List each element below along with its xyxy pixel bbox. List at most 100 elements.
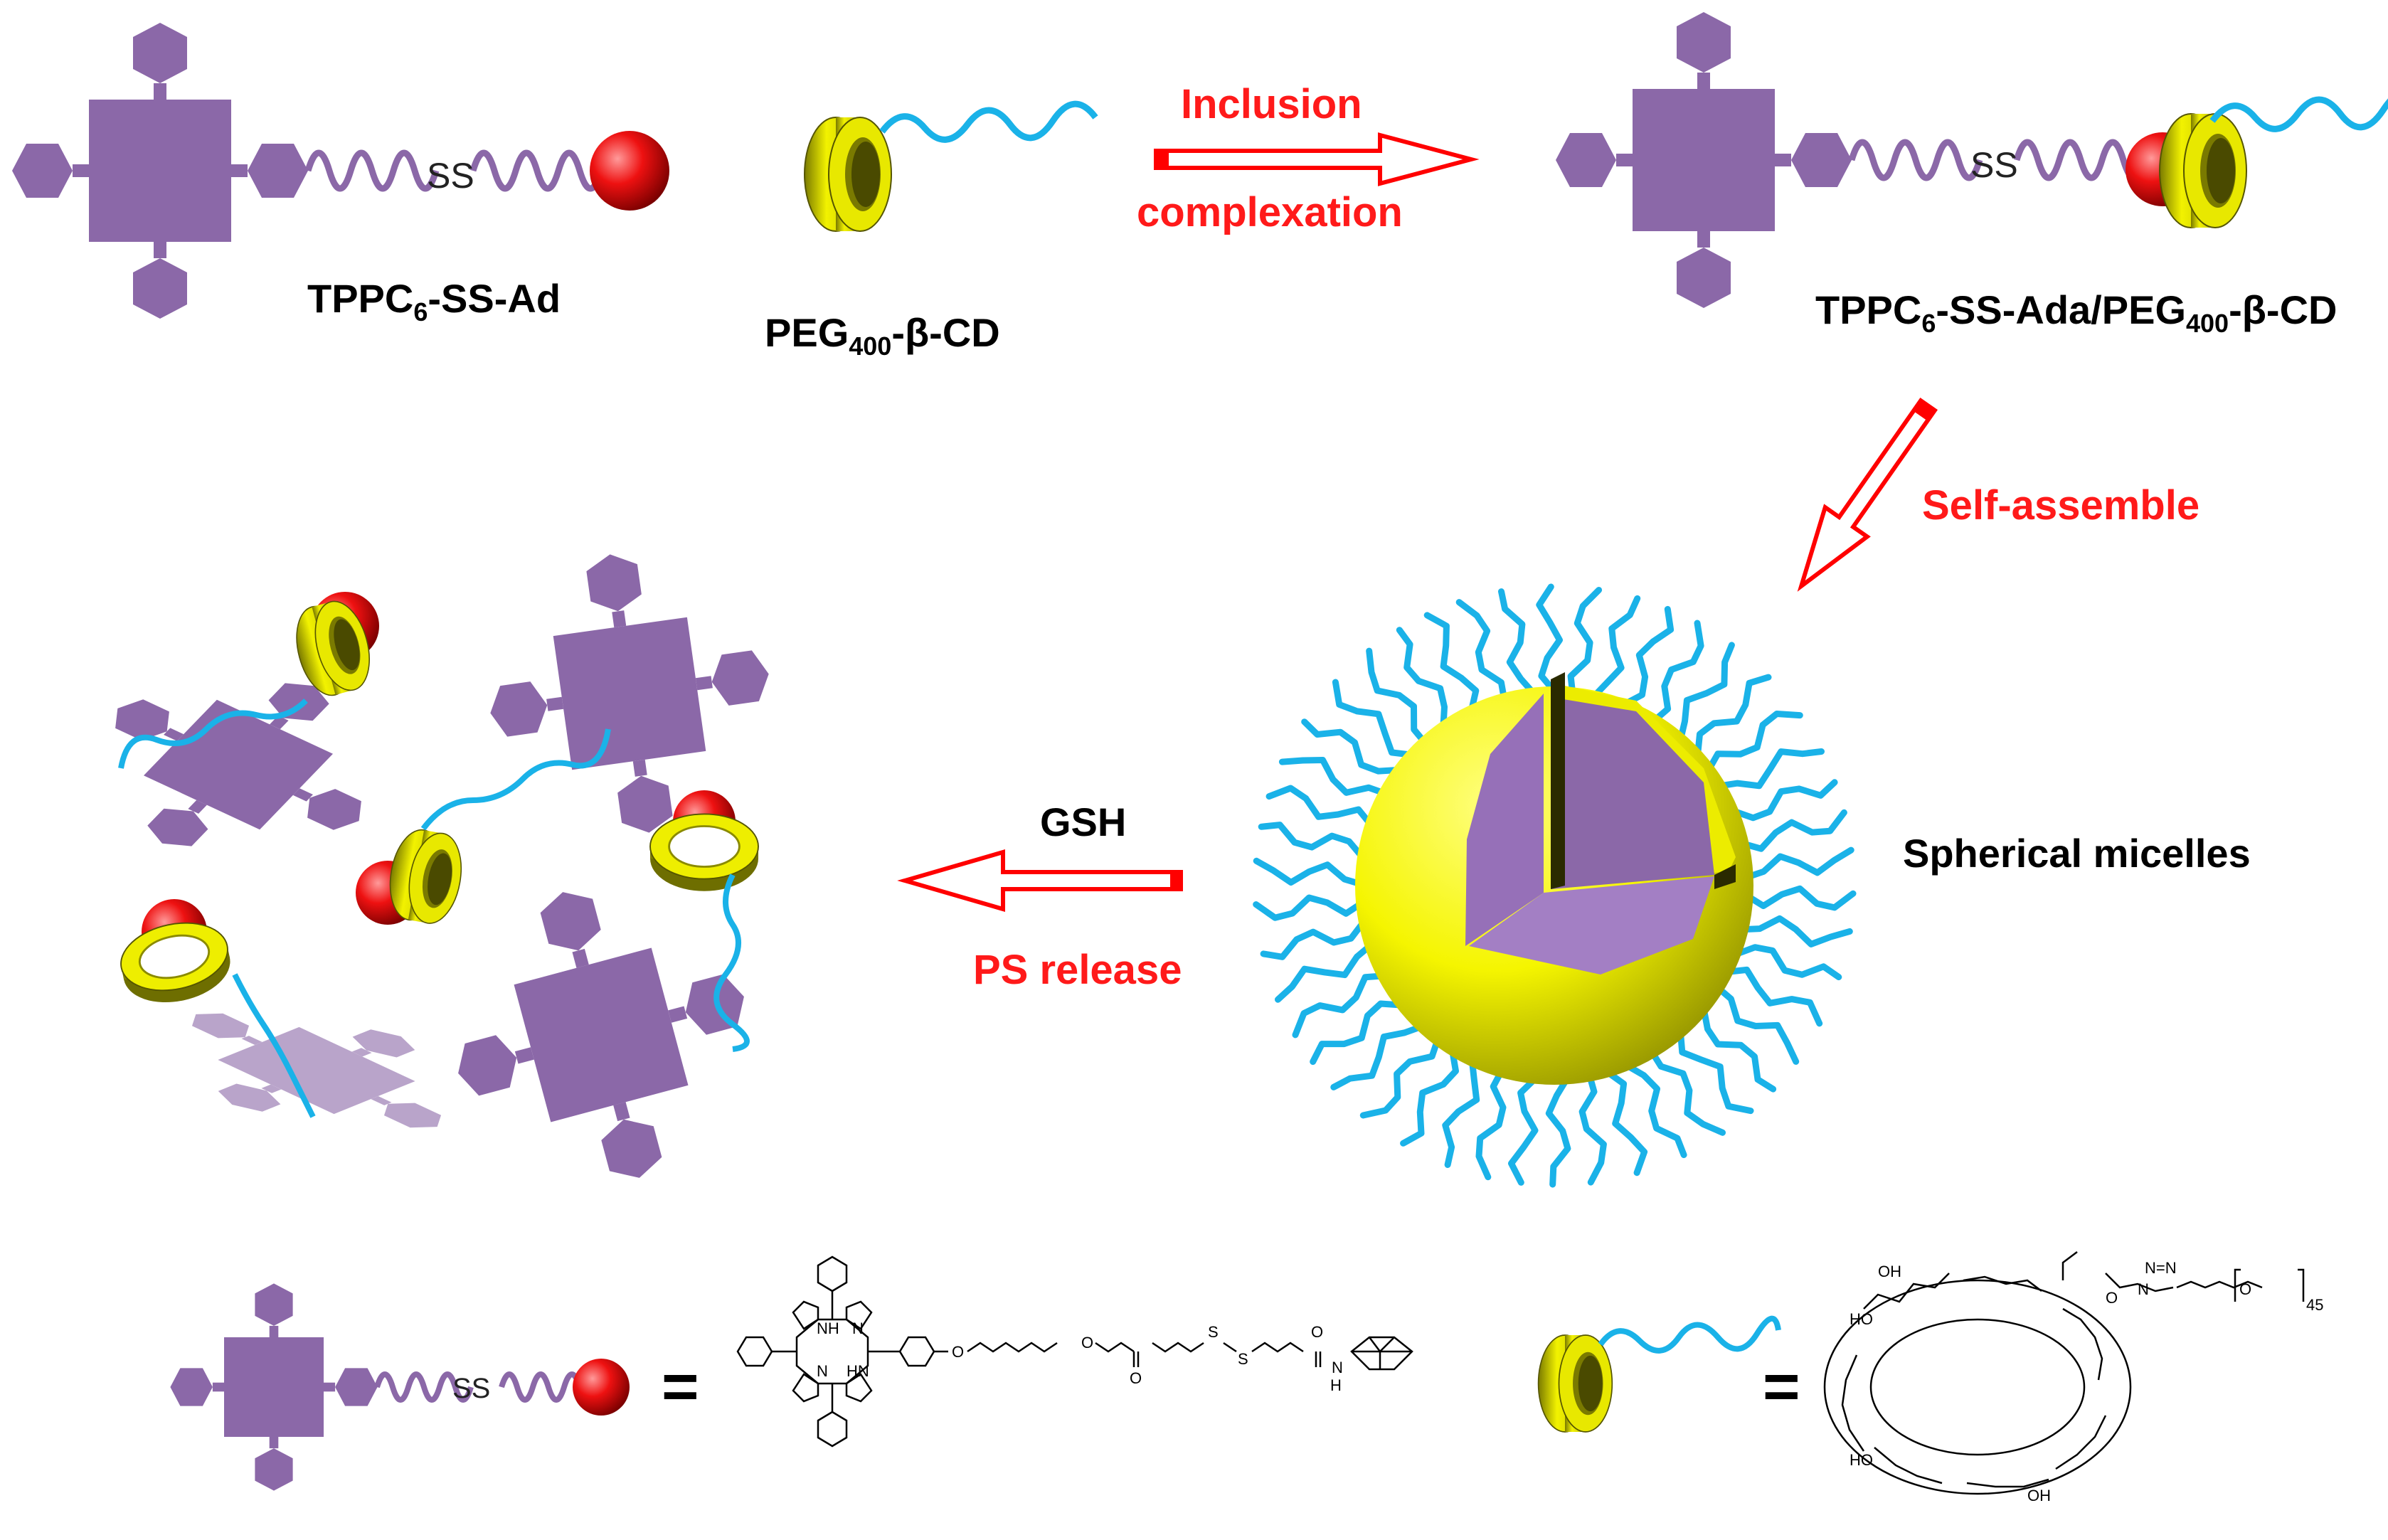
adamantane-sphere-icon xyxy=(573,1359,630,1416)
peg-chain-icon xyxy=(1730,944,1842,981)
peg-chain-icon xyxy=(1301,718,1404,775)
cyclodextrin-ring-icon xyxy=(649,812,760,893)
peg-chain-icon xyxy=(1396,627,1448,732)
tppc6-ss-ad-label: TPPC6-SS-Ad xyxy=(307,276,561,326)
atom-label: O xyxy=(2106,1289,2118,1307)
peg-chain-icon xyxy=(1704,711,1803,774)
atom-label: O xyxy=(1311,1323,1323,1341)
atom-label: O xyxy=(952,1343,964,1361)
peg-chain-icon xyxy=(1508,1073,1541,1186)
cyclodextrin-ring-icon xyxy=(1537,1334,1613,1433)
peg-chain-icon xyxy=(420,728,611,831)
alkyl-chain-left xyxy=(374,1371,474,1403)
cyclodextrin-ring-icon xyxy=(113,913,238,1013)
peg-chain-icon xyxy=(1260,916,1369,960)
atom-label: 45 xyxy=(2306,1296,2323,1314)
peg-chain-icon xyxy=(1332,679,1417,758)
tppc6-ss-ad-molecule xyxy=(12,23,669,319)
atom-label: N xyxy=(817,1362,828,1380)
micelle-sphere-icon xyxy=(1253,583,1857,1188)
peg-chain-icon xyxy=(1292,972,1389,1039)
tppc6-ss-ad-structure xyxy=(736,1255,1413,1448)
peg-chain-icon xyxy=(1602,1067,1648,1177)
peg-chain-icon xyxy=(1278,757,1389,797)
atom-label: OH xyxy=(1878,1263,1901,1280)
complex-molecule xyxy=(1556,12,2388,308)
peg-chain-icon xyxy=(1677,1027,1754,1115)
disulfide-label: SS xyxy=(1970,145,2018,185)
atom-label: HN xyxy=(847,1362,869,1380)
gsh-label: GSH xyxy=(1040,800,1127,844)
peg-chain-icon xyxy=(1618,605,1675,709)
porphyrin-square-icon xyxy=(170,1283,378,1491)
cyclodextrin-ring-icon xyxy=(804,117,892,232)
peg-chain-icon xyxy=(1743,846,1854,881)
peg-chain-icon xyxy=(1578,1071,1607,1186)
ps-release-step-label: PS release xyxy=(973,947,1182,993)
atom-label: O xyxy=(1081,1334,1093,1352)
peg-chain-icon xyxy=(713,873,750,1052)
peg-cd-molecule xyxy=(804,100,1098,232)
legend-peg-cd xyxy=(1537,1315,1781,1433)
peg-chain-icon xyxy=(1258,822,1367,862)
inclusion-step-label: Inclusion xyxy=(1181,81,1362,127)
peg-chain-icon xyxy=(1648,1048,1726,1136)
peg-chain-icon xyxy=(1622,1061,1687,1159)
peg-chain-icon xyxy=(1545,1074,1571,1188)
peg-chain-icon xyxy=(1253,894,1367,921)
atom-label: OH xyxy=(2027,1487,2051,1504)
atom-label: N=N xyxy=(2145,1259,2177,1277)
peg-chain-icon xyxy=(1728,779,1838,822)
porphyrin-square-icon xyxy=(41,630,435,900)
equals-sign: = xyxy=(662,1352,699,1423)
atom-label: N xyxy=(2138,1280,2149,1298)
porphyrin-square-icon xyxy=(470,534,789,853)
equals-sign: = xyxy=(1763,1352,1800,1423)
peg-chain-icon xyxy=(1253,857,1366,888)
peg-chain-icon xyxy=(879,100,1098,143)
complex-label: TPPC6-SS-Ada/PEG400-β-CD xyxy=(1815,287,2337,338)
alkyl-chain-left xyxy=(304,149,440,192)
peg-chain-icon xyxy=(1455,599,1508,703)
alkyl-chain-right xyxy=(2013,139,2148,181)
peg-chain-icon xyxy=(1366,647,1429,747)
atom-label: O xyxy=(1130,1369,1142,1387)
hollow-arrow-icon xyxy=(897,849,1183,912)
tppc6-ss-ad-atom-labels: NH N N HN O O O S S O N H xyxy=(817,1319,1343,1394)
alkyl-chain-right xyxy=(469,149,605,192)
peg-chain-icon xyxy=(1738,809,1847,852)
peg-chain-icon xyxy=(1715,748,1825,790)
self-assemble-step-label: Self-assemble xyxy=(1922,482,2200,529)
atom-label: HO xyxy=(1850,1451,1873,1469)
peg-chain-icon xyxy=(1536,583,1563,697)
peg-cd-structure xyxy=(1823,1251,2305,1495)
atom-label: O xyxy=(2239,1280,2251,1298)
peg-cd-atom-labels: OH HO O N N=N O OH HO 45 xyxy=(1850,1259,2323,1504)
atom-label: N xyxy=(852,1319,864,1337)
peg-chain-icon xyxy=(1330,1023,1426,1090)
released-fragments xyxy=(41,534,789,1216)
peg-chain-icon xyxy=(1590,595,1641,701)
hollow-arrow-icon xyxy=(1797,397,1938,592)
porphyrin-square-icon xyxy=(12,23,308,319)
peg-chain-icon xyxy=(1714,984,1800,1065)
peg-chain-icon xyxy=(1677,642,1735,744)
peg-chain-icon xyxy=(1598,1315,1781,1354)
peg-chain-icon xyxy=(1700,1004,1777,1093)
peg-chain-icon xyxy=(1738,915,1853,947)
peg-chain-icon xyxy=(1400,1045,1459,1147)
porphyrin-square-icon xyxy=(1556,12,1852,308)
peg-chain-icon xyxy=(1275,941,1375,1003)
peg-chain-icon xyxy=(1743,885,1857,911)
peg-chain-icon xyxy=(1650,620,1704,725)
complexation-step-label: complexation xyxy=(1137,189,1403,235)
peg-chain-icon xyxy=(118,699,308,769)
peg-chain-icon xyxy=(1359,1035,1442,1119)
atom-label: H xyxy=(1330,1376,1342,1394)
peg-chain-icon xyxy=(1498,588,1538,698)
peg-cd-label: PEG400-β-CD xyxy=(765,310,1000,361)
disulfide-label: SS xyxy=(452,1373,491,1404)
atom-label: S xyxy=(1238,1350,1248,1368)
